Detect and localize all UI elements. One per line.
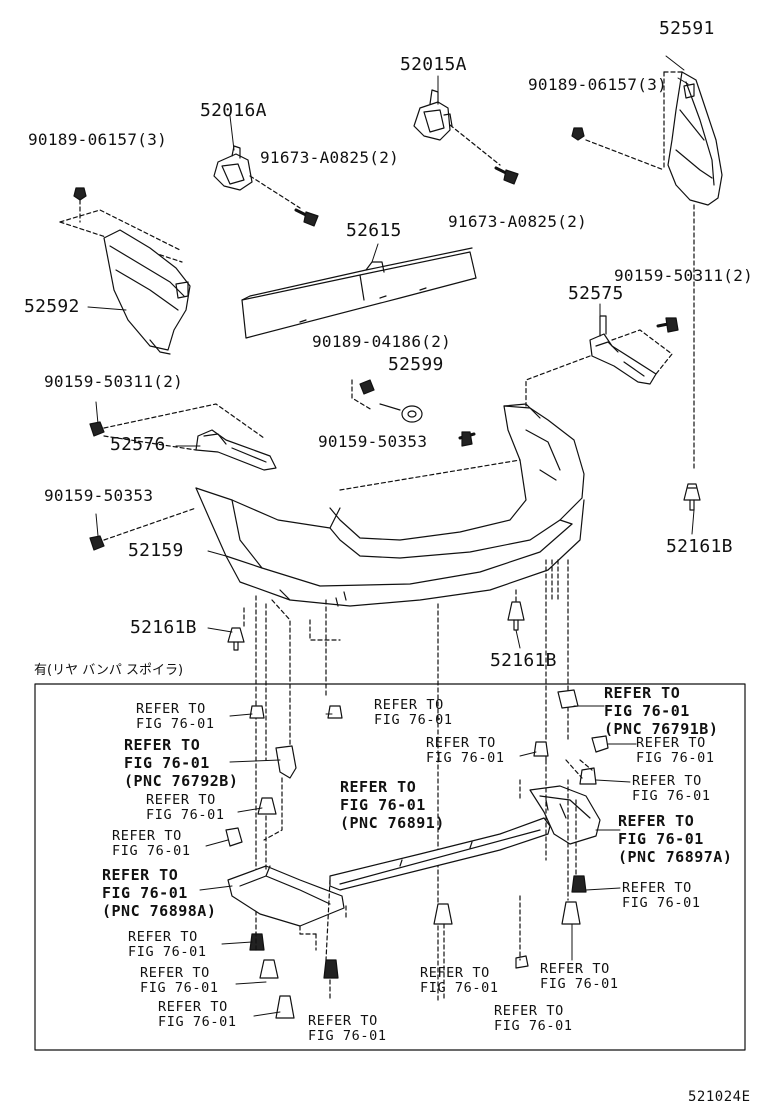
bumper-dashes	[103, 459, 569, 1001]
label-52575: 52575	[568, 283, 624, 304]
label-90189-06157-right: 90189-06157(3)	[528, 75, 668, 94]
figure-code: 521024E	[688, 1089, 751, 1105]
box-dashes	[255, 759, 593, 1001]
nut-90189-04186	[359, 379, 375, 395]
ref-label-1: REFER TO FIG 76-01	[136, 701, 215, 732]
label-52161b-center: 52161B	[490, 650, 557, 671]
ref-label-9: REFER TO FIG 76-01	[632, 773, 711, 804]
label-91673-a0825-b: 91673-A0825(2)	[448, 212, 588, 231]
ref-label-14: REFER TO FIG 76-01	[128, 929, 207, 960]
retainer-52576-dashes	[103, 403, 265, 451]
retainer-52576	[195, 429, 277, 471]
screw-90159-50311-left	[89, 401, 105, 437]
label-52159: 52159	[128, 540, 184, 561]
bolt-91673-b	[494, 166, 519, 185]
label-52599: 52599	[388, 354, 444, 375]
ref-label-5: REFER TO FIG 76-01	[426, 735, 505, 766]
screw-left-90189	[73, 187, 87, 201]
pad-52599	[379, 403, 423, 423]
ref-label-3: REFER TO FIG 76-01 (PNC 76791B)	[604, 684, 719, 738]
ref-label-4: REFER TO FIG 76-01 (PNC 76792B)	[124, 736, 239, 790]
ref-label-6: REFER TO FIG 76-01	[636, 735, 715, 766]
ref-label-16: REFER TO FIG 76-01	[540, 961, 619, 992]
ref-label-20: REFER TO FIG 76-01	[308, 1013, 387, 1044]
label-52016a: 52016A	[200, 100, 267, 121]
reinforcement-52615	[241, 247, 477, 339]
bolt-91673-a	[294, 208, 319, 227]
label-90189-04186: 90189-04186(2)	[312, 332, 452, 351]
ref-label-11: REFER TO FIG 76-01 (PNC 76897A)	[618, 812, 733, 866]
ref-label-18: REFER TO FIG 76-01	[158, 999, 237, 1030]
ref-label-12: REFER TO FIG 76-01 (PNC 76898A)	[102, 866, 217, 920]
ref-label-13: REFER TO FIG 76-01	[622, 880, 701, 911]
label-90159-50311-left: 90159-50311(2)	[44, 372, 184, 391]
spoiler-center-76891	[329, 817, 551, 891]
label-52161b-right: 52161B	[666, 536, 733, 557]
ref-label-7: REFER TO FIG 76-01	[146, 792, 225, 823]
bracket-52015a-dashes	[449, 124, 501, 166]
label-90159-50353-center: 90159-50353	[318, 432, 428, 451]
label-52591: 52591	[659, 18, 715, 39]
bracket-52015a	[413, 89, 453, 141]
center-dashes	[351, 379, 373, 411]
spoiler-left-76898a	[227, 865, 345, 927]
ref-label-8: REFER TO FIG 76-01 (PNC 76891)	[340, 778, 445, 832]
retainer-52575	[589, 315, 657, 385]
ref-label-2: REFER TO FIG 76-01	[374, 697, 453, 728]
screw-90159-50353-left	[89, 513, 105, 551]
bracket-52016a-dashes	[249, 175, 301, 209]
label-90189-06157-left: 90189-06157(3)	[28, 130, 168, 149]
ref-label-17: REFER TO FIG 76-01	[140, 965, 219, 996]
clip-52161b-center	[507, 601, 525, 631]
retainer-52575-dashes	[525, 329, 673, 407]
spoiler-right-76897a	[529, 785, 601, 845]
screw-right-90189	[571, 127, 585, 141]
box-fasteners	[225, 689, 609, 1019]
label-90159-50353-left: 90159-50353	[44, 486, 154, 505]
mudguard-left-52592	[103, 229, 191, 355]
bracket-52016a	[213, 145, 253, 191]
label-52161b-left: 52161B	[130, 617, 197, 638]
bumper-cover-52159	[195, 403, 585, 607]
screw-90159-50353-center	[458, 431, 476, 447]
leader-lines	[87, 55, 695, 1017]
screw-90159-50311-right	[656, 317, 679, 333]
ref-label-15: REFER TO FIG 76-01	[420, 965, 499, 996]
mudguard-right-dashes	[585, 71, 695, 471]
label-90159-50311-right: 90159-50311(2)	[614, 266, 754, 285]
label-91673-a0825-a: 91673-A0825(2)	[260, 148, 400, 167]
ref-label-10: REFER TO FIG 76-01	[112, 828, 191, 859]
spoiler-option-box	[34, 683, 746, 1051]
spoiler-option-note: 有(リヤ バンパ スポイラ)	[34, 663, 184, 678]
ref-label-19: REFER TO FIG 76-01	[494, 1003, 573, 1034]
label-52615: 52615	[346, 220, 402, 241]
label-52015a: 52015A	[400, 54, 467, 75]
label-52592: 52592	[24, 296, 80, 317]
mudguard-right-52591	[667, 71, 723, 206]
clip-52161b-right	[683, 483, 701, 511]
label-52576: 52576	[110, 434, 166, 455]
